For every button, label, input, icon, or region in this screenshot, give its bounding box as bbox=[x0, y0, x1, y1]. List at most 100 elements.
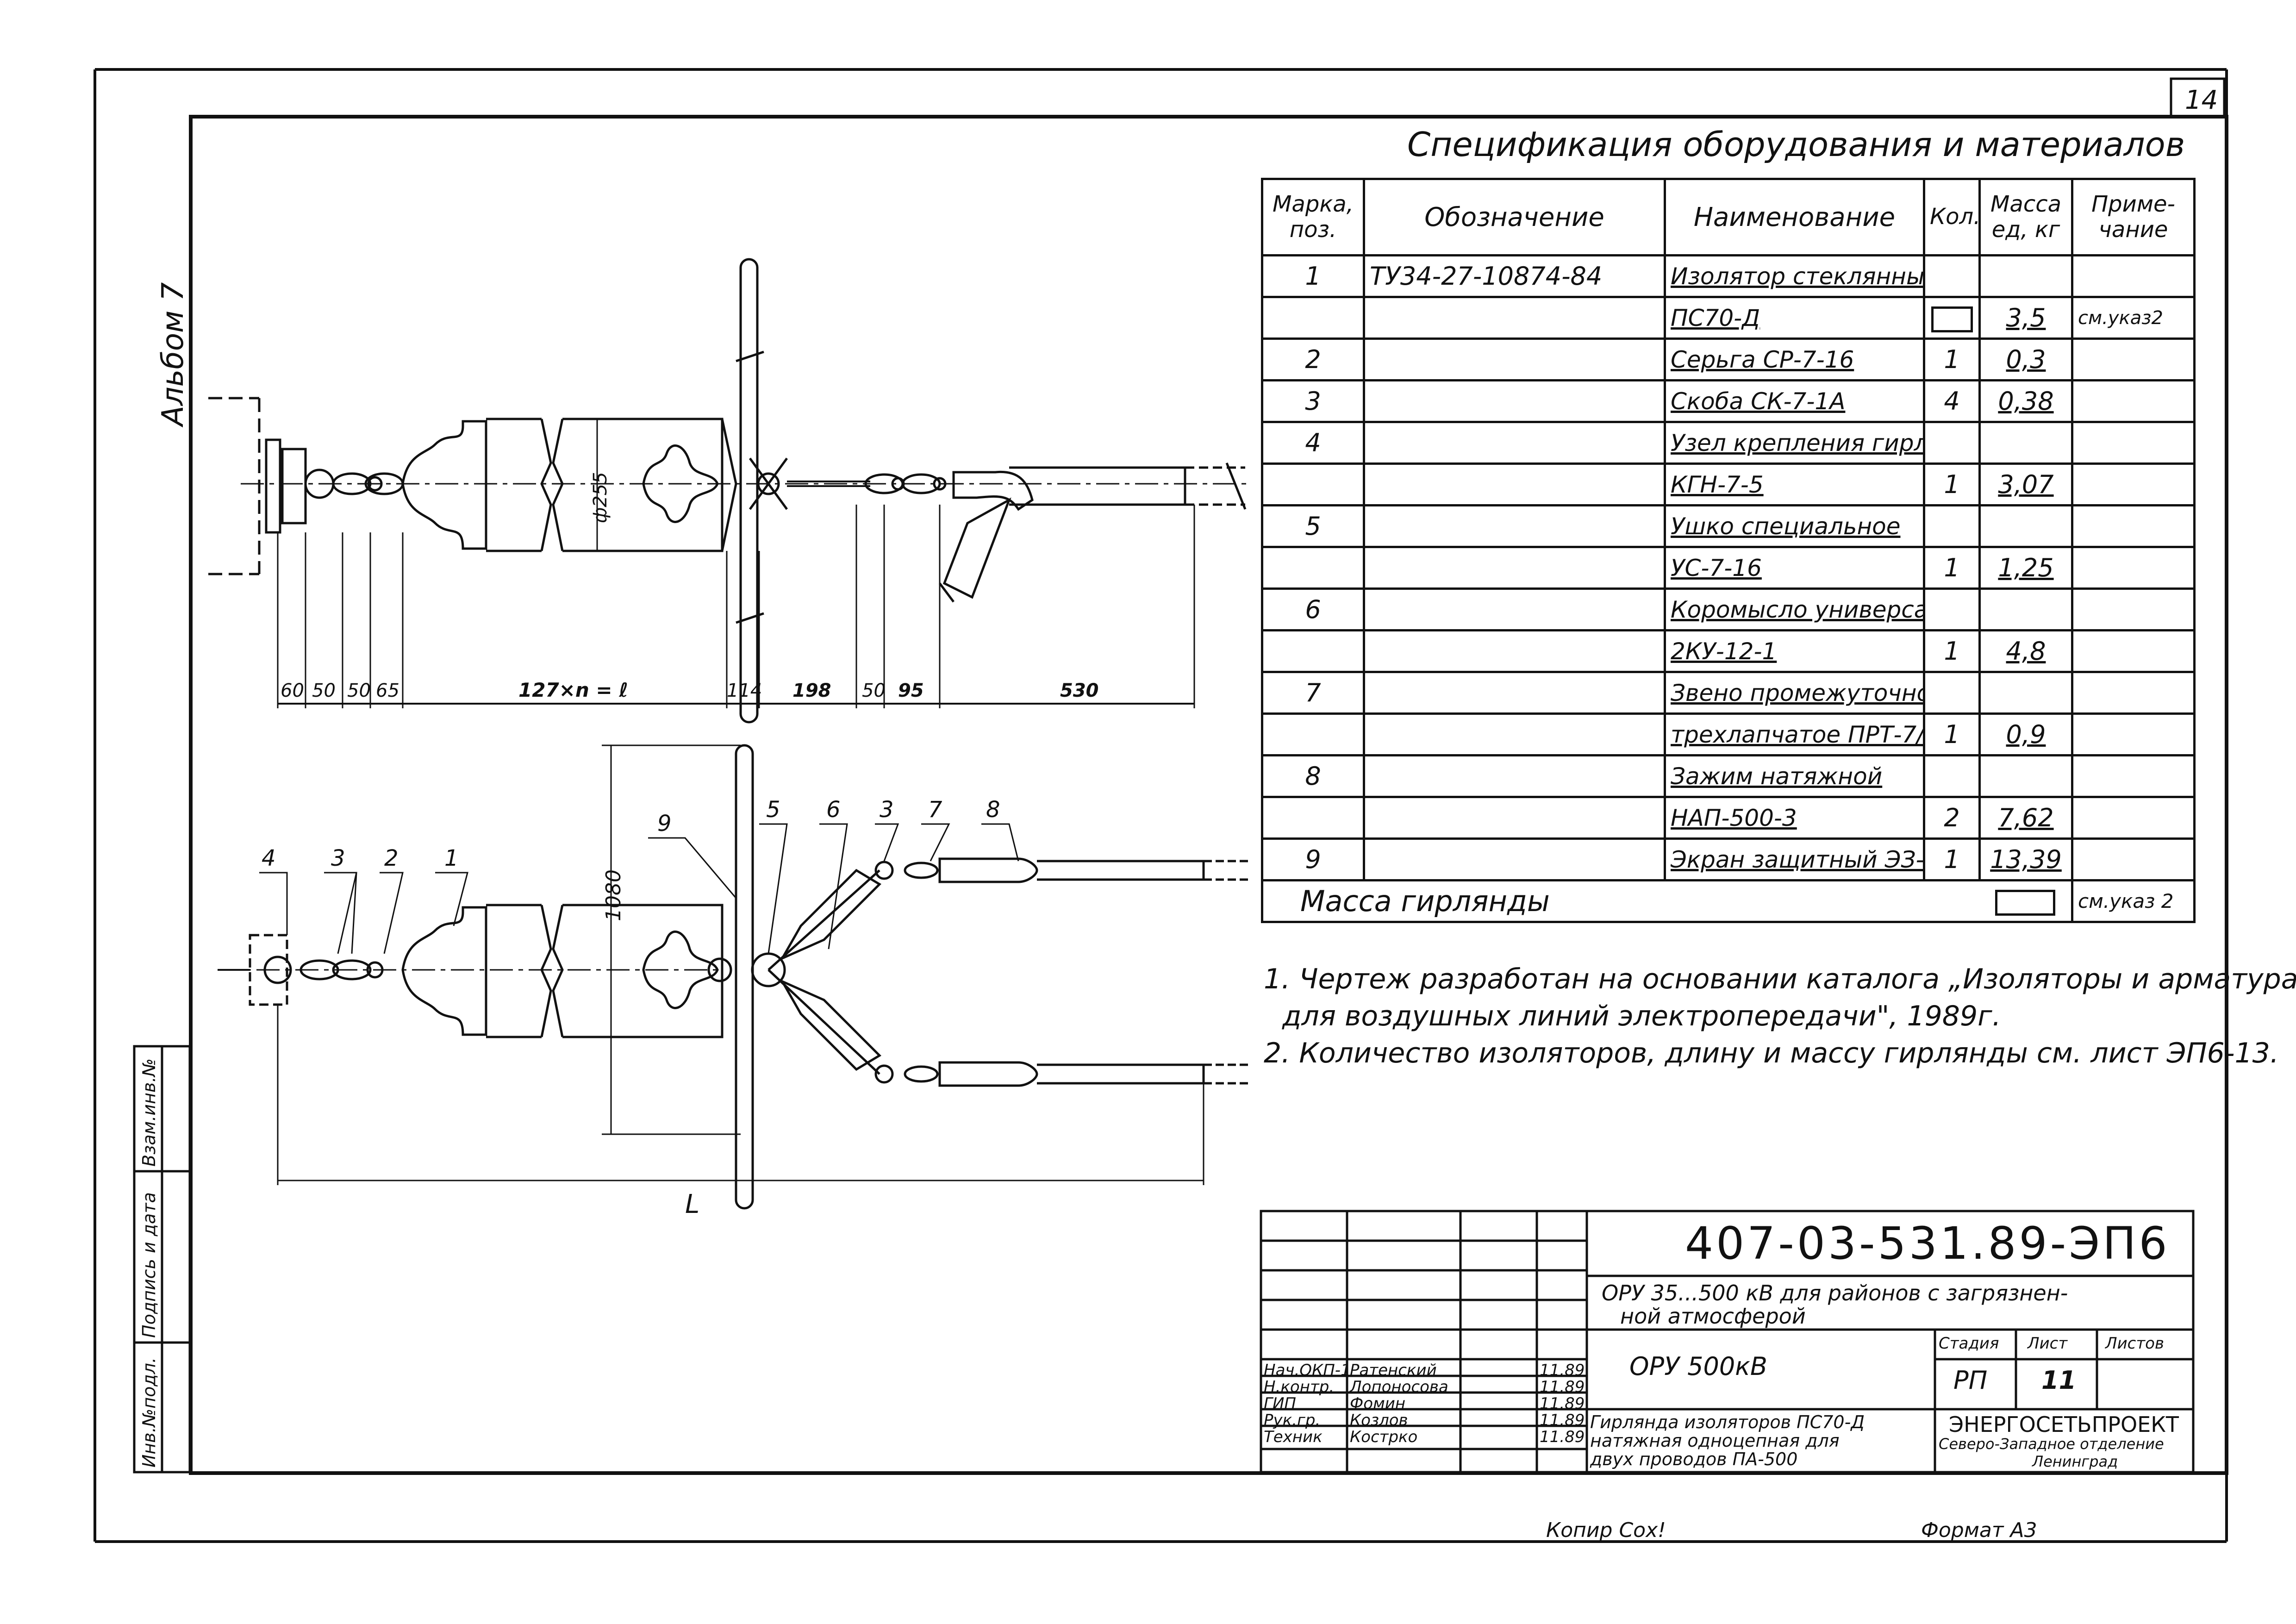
dim-530: 530 bbox=[1060, 680, 1099, 701]
spec-name: Серьга СР-7-16 bbox=[1664, 337, 1925, 381]
spec-note: см.указ2 bbox=[2071, 296, 2196, 340]
spec-note bbox=[2071, 421, 2196, 465]
dim-65: 65 bbox=[376, 680, 399, 701]
spec-pos: 1 bbox=[1261, 254, 1365, 298]
spec-qty: 1 bbox=[1923, 629, 1981, 673]
signature-date: 11.89 bbox=[1540, 1411, 1585, 1430]
spec-qty: 4 bbox=[1923, 379, 1981, 423]
spec-pos bbox=[1261, 712, 1365, 756]
col-designation: Обозначение bbox=[1363, 178, 1666, 256]
note-2: 2. Количество изоляторов, длину и массу … bbox=[1264, 1037, 2279, 1069]
spec-mass: 0,3 bbox=[1978, 337, 2073, 381]
dim-50b: 50 bbox=[347, 680, 371, 701]
spec-designation bbox=[1363, 546, 1666, 590]
pos-label-9: 9 bbox=[657, 811, 672, 837]
signature-name: Кострко bbox=[1350, 1428, 1418, 1446]
col-note: Приме-чание bbox=[2071, 178, 2196, 256]
document-code: 407-03-531.89-ЭП6 bbox=[1685, 1218, 2170, 1269]
spec-pos bbox=[1261, 796, 1365, 840]
desc-line1: Гирлянда изоляторов ПС70-Д bbox=[1590, 1412, 1865, 1432]
signature-role: Техник bbox=[1264, 1428, 1323, 1446]
album-label: Альбом 7 bbox=[156, 282, 190, 428]
spec-qty bbox=[1923, 504, 1981, 548]
spec-note bbox=[2071, 671, 2196, 715]
spec-mass: 13,39 bbox=[1978, 837, 2073, 881]
string-plan-view bbox=[218, 744, 1250, 1210]
stage-value: РП bbox=[1953, 1366, 1988, 1395]
spec-name: УС-7-16 bbox=[1664, 546, 1925, 590]
spec-mass: 0,38 bbox=[1978, 379, 2073, 423]
spec-qty: 1 bbox=[1923, 837, 1981, 881]
spec-qty: 1 bbox=[1923, 546, 1981, 590]
spec-designation bbox=[1363, 629, 1666, 673]
sheets-header: Листов bbox=[2105, 1334, 2165, 1353]
spec-name: Зажим натяжной bbox=[1664, 754, 1925, 798]
spec-pos: 4 bbox=[1261, 421, 1365, 465]
col-pos: Марка, поз. bbox=[1261, 178, 1365, 256]
spec-qty: 1 bbox=[1923, 462, 1981, 506]
spec-note bbox=[2071, 254, 2196, 298]
spec-name: Скоба СК-7-1А bbox=[1664, 379, 1925, 423]
pos-label-2: 2 bbox=[384, 845, 399, 871]
signature-date: 11.89 bbox=[1540, 1428, 1585, 1446]
copied-note: Копир Сох! bbox=[1546, 1518, 1666, 1542]
spec-name: Экран защитный ЭЗ-500-1 bbox=[1664, 837, 1925, 881]
col-name: Наименование bbox=[1664, 178, 1925, 256]
spec-title: Спецификация оборудования и материалов bbox=[1407, 125, 2185, 164]
note-1-line1: 1. Чертеж разработан на основании катало… bbox=[1264, 963, 2296, 995]
spec-pos: 5 bbox=[1261, 504, 1365, 548]
stamp-inv: Инв.№подл. bbox=[139, 1357, 159, 1468]
sheet-number: 14 bbox=[2185, 85, 2218, 115]
spec-pos bbox=[1261, 462, 1365, 506]
spec-pos: 3 bbox=[1261, 379, 1365, 423]
col-qty: Кол. bbox=[1923, 178, 1981, 256]
spec-header-row: Марка, поз. Обозначение Наименование Кол… bbox=[1261, 178, 2196, 256]
spec-mass: 1,25 bbox=[1978, 546, 2073, 590]
spec-qty bbox=[1923, 254, 1981, 298]
total-mass-box bbox=[1979, 879, 2073, 923]
spec-designation bbox=[1363, 796, 1666, 840]
spec-pos: 8 bbox=[1261, 754, 1365, 798]
pos-label-6: 6 bbox=[826, 797, 841, 823]
spec-row: 9 Экран защитный ЭЗ-500-1113,39 bbox=[1261, 837, 2196, 881]
spec-name: Ушко специальное bbox=[1664, 504, 1925, 548]
dim-60: 60 bbox=[281, 680, 304, 701]
org-line1: ЭНЕРГОСЕТЬПРОЕКТ bbox=[1949, 1412, 2179, 1437]
spec-pos: 9 bbox=[1261, 837, 1365, 881]
dim-114: 114 bbox=[727, 680, 762, 701]
spec-mass bbox=[1978, 587, 2073, 631]
spec-note bbox=[2071, 754, 2196, 798]
spec-qty: 1 bbox=[1923, 337, 1981, 381]
spec-pos: 7 bbox=[1261, 671, 1365, 715]
object-name: ОРУ 500кВ bbox=[1629, 1352, 1767, 1381]
spec-name: КГН-7-5 bbox=[1664, 462, 1925, 506]
signature-name: Козлов bbox=[1350, 1411, 1408, 1430]
dims-top: 60 50 50 65 127×n = ℓ 114 198 50 95 530 bbox=[281, 679, 1099, 701]
spec-qty bbox=[1923, 296, 1981, 340]
org-line2: Северо-Западное отделение bbox=[1939, 1435, 2164, 1453]
signature-name: Ратенский bbox=[1350, 1361, 1437, 1380]
signature-role: Нач.ОКП-1 bbox=[1264, 1361, 1351, 1380]
spec-note bbox=[2071, 712, 2196, 756]
desc-line2: натяжная одноцепная для bbox=[1590, 1430, 1840, 1451]
spec-designation bbox=[1363, 462, 1666, 506]
signature-date: 11.89 bbox=[1540, 1361, 1585, 1380]
spec-row: 5 Ушко специальное bbox=[1261, 504, 2196, 548]
pos-label-3a: 3 bbox=[331, 845, 345, 871]
col-mass: Масса ед, кг bbox=[1978, 178, 2073, 256]
signature-role: ГИП bbox=[1264, 1394, 1296, 1413]
spec-designation bbox=[1363, 671, 1666, 715]
pos-label-5: 5 bbox=[766, 797, 780, 823]
spec-designation bbox=[1363, 754, 1666, 798]
pos-label-3b: 3 bbox=[880, 797, 894, 823]
sheet-value: 11 bbox=[2041, 1366, 2077, 1395]
spec-mass bbox=[1978, 254, 2073, 298]
project-line1: ОРУ 35...500 кВ для районов с загрязнен- bbox=[1602, 1280, 2068, 1305]
spec-note bbox=[2071, 337, 2196, 381]
spec-qty: 1 bbox=[1923, 712, 1981, 756]
spec-pos: 2 bbox=[1261, 337, 1365, 381]
